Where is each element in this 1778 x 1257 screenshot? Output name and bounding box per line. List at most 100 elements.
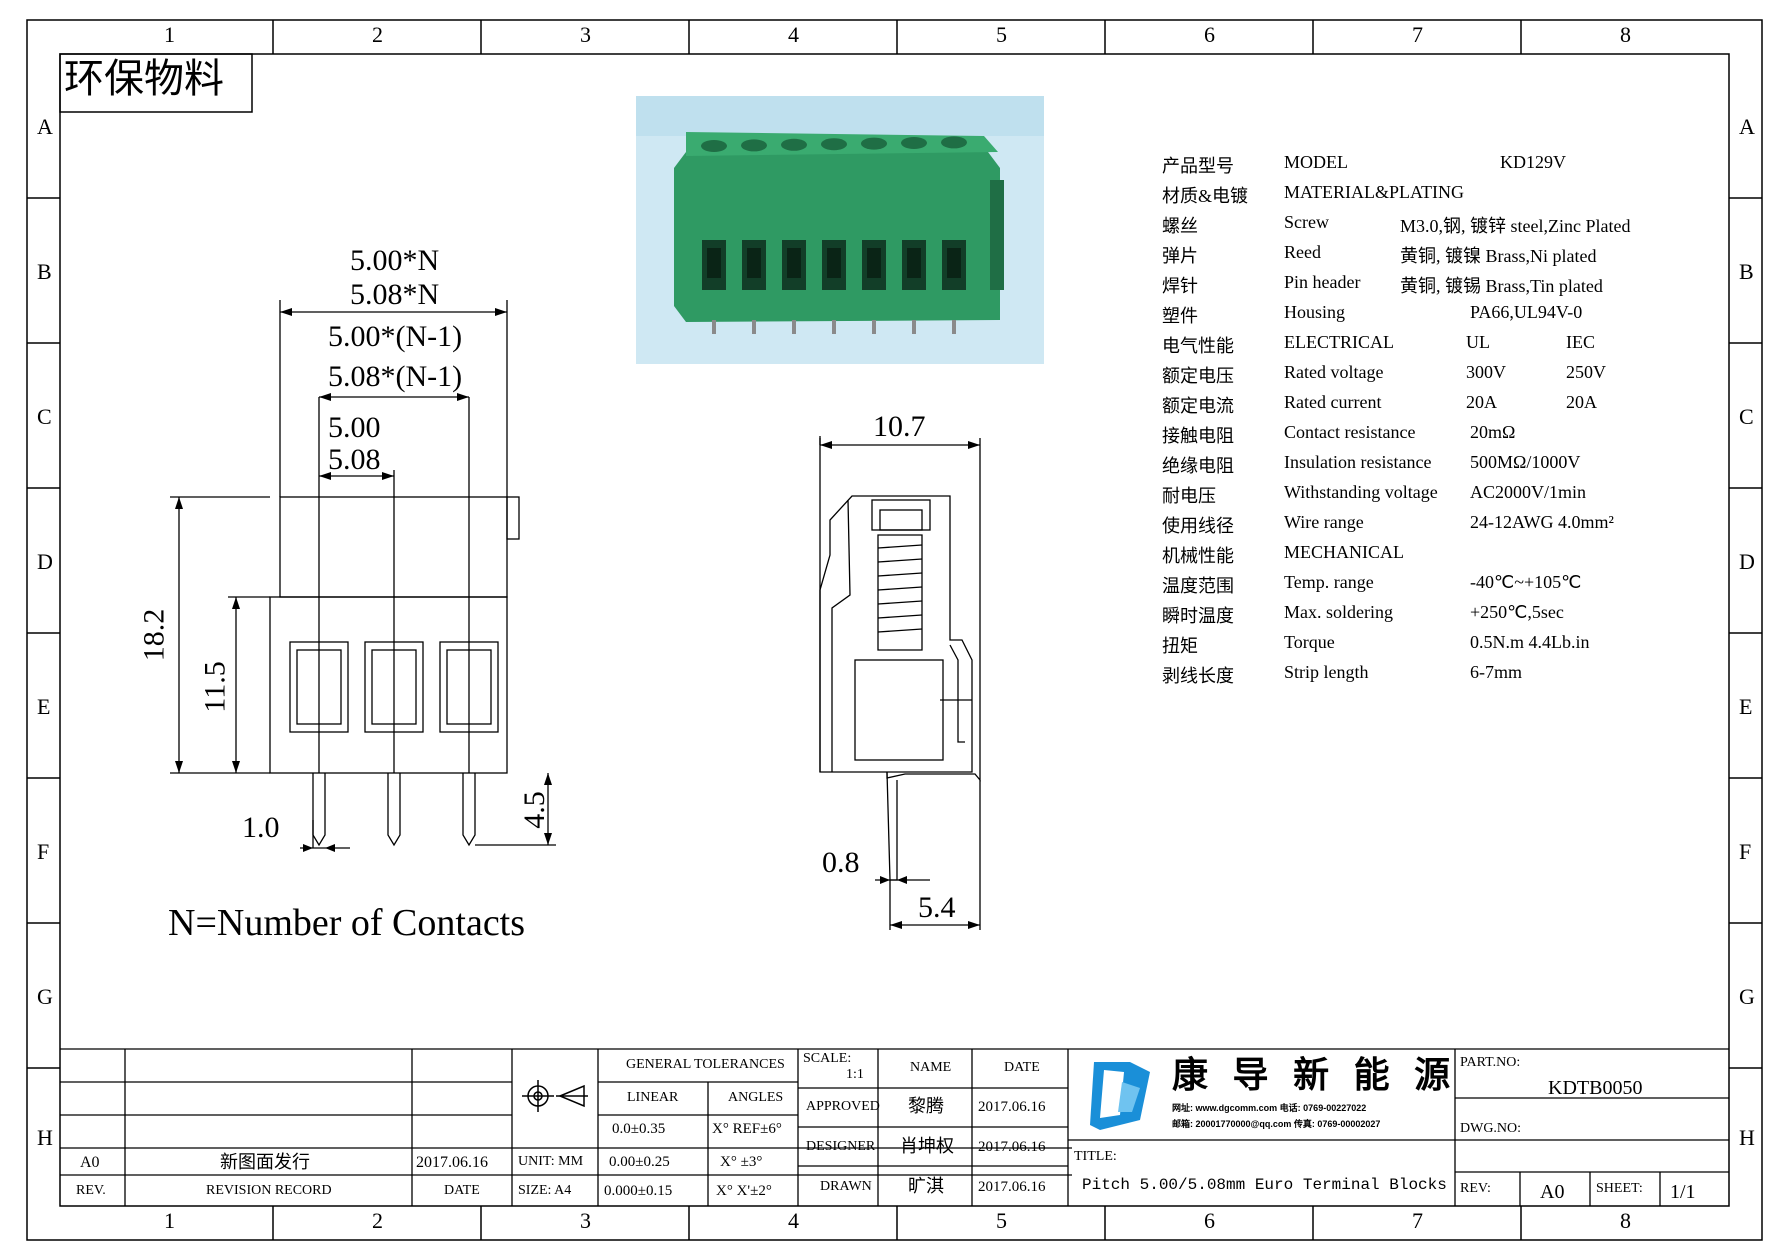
tolerance-angle-3: X° X'±2° — [716, 1183, 772, 1199]
projection-symbol-icon — [522, 1080, 588, 1112]
zone-row-right-A: A — [1739, 114, 1755, 139]
scale-label: SCALE: — [803, 1051, 852, 1066]
zone-row-left-F: F — [37, 839, 50, 864]
spec-label-cn: 焊针 — [1162, 276, 1198, 296]
photo-pin — [952, 320, 956, 334]
designer-date: 2017.06.16 — [978, 1139, 1046, 1155]
photo-screw — [741, 139, 767, 152]
spec-label-en: MECHANICAL — [1284, 542, 1404, 562]
rev-value: A0 — [80, 1154, 100, 1171]
photo-housing — [674, 152, 1000, 322]
title-label: TITLE: — [1074, 1149, 1117, 1164]
dim-pin-width: 1.0 — [242, 811, 280, 844]
spec-label-cn: 温度范围 — [1162, 576, 1234, 596]
drawn-label: DRAWN — [820, 1179, 872, 1194]
spec-value-iec: 20A — [1566, 392, 1597, 412]
inner-frame — [59, 53, 1730, 1207]
front-view — [170, 300, 556, 849]
spec-label-cn: 扭矩 — [1162, 636, 1198, 656]
spec-label-en: Rated current — [1284, 392, 1382, 412]
part-no-value: KDTB0050 — [1548, 1077, 1643, 1099]
zone-row-left-A: A — [37, 114, 53, 139]
spec-label-cn: 额定电压 — [1162, 366, 1234, 386]
dim-pitch-500: 5.00 — [328, 411, 381, 444]
company-logo-icon — [1090, 1062, 1150, 1130]
approved-label: APPROVED — [806, 1099, 880, 1114]
designer-label: DESIGNER — [806, 1139, 876, 1154]
spec-label-en: Max. soldering — [1284, 602, 1393, 622]
rev-record-header: REVISION RECORD — [206, 1183, 332, 1198]
spec-value: 24-12AWG 4.0mm² — [1470, 512, 1614, 532]
company-name: 康 导 新 能 源 — [1172, 1055, 1457, 1096]
spec-label-en: Strip length — [1284, 662, 1369, 682]
zone-col-top-5: 5 — [996, 22, 1007, 47]
spec-label-en: MODEL — [1284, 152, 1348, 172]
photo-screw — [941, 136, 967, 149]
spec-value: UL — [1466, 332, 1490, 352]
zone-col-bottom-1: 1 — [164, 1208, 175, 1233]
dim-side-width: 10.7 — [873, 410, 926, 443]
size-label: SIZE: A4 — [518, 1183, 572, 1198]
photo-screw — [701, 140, 727, 152]
tolerance-angle-2: X° ±3° — [720, 1154, 763, 1170]
designer-name: 肖坤权 — [900, 1136, 954, 1156]
dim-pin-length: 4.5 — [517, 791, 551, 829]
zone-row-right-D: D — [1739, 549, 1755, 574]
spec-label-en: Torque — [1284, 632, 1335, 652]
zone-col-bottom-5: 5 — [996, 1208, 1007, 1233]
photo-screw — [861, 137, 887, 150]
zone-row-right-B: B — [1739, 259, 1754, 284]
zone-col-top-7: 7 — [1412, 22, 1423, 47]
spec-value: 0.5N.m 4.4Lb.in — [1470, 632, 1590, 652]
photo-pin — [792, 320, 796, 334]
rev-code: A0 — [1540, 1181, 1565, 1203]
photo-screw — [781, 138, 807, 151]
spec-label-cn: 额定电流 — [1162, 396, 1234, 416]
spec-value: M3.0,钢, 镀锌 steel,Zinc Plated — [1400, 216, 1631, 236]
spec-value: 300V — [1466, 362, 1506, 382]
approved-date: 2017.06.16 — [978, 1099, 1046, 1115]
rev-date-value: 2017.06.16 — [416, 1154, 488, 1171]
dim-side-pin-thickness: 0.8 — [822, 846, 860, 879]
spec-label-en: Pin header — [1284, 272, 1361, 292]
dim-height-total: 18.2 — [137, 608, 171, 662]
dim-overall-500n: 5.00*N — [350, 244, 440, 277]
name-header: NAME — [910, 1060, 952, 1075]
tolerances-header: GENERAL TOLERANCES — [626, 1057, 785, 1072]
zone-row-right-G: G — [1739, 984, 1755, 1009]
photo-pin — [912, 320, 916, 334]
spec-value: 黄铜, 镀锡 Brass,Tin plated — [1400, 276, 1603, 296]
approved-name: 黎腾 — [908, 1096, 944, 1116]
zone-row-left-D: D — [37, 549, 53, 574]
photo-pin — [752, 320, 756, 334]
spec-label-en: Reed — [1284, 242, 1321, 262]
part-no-label: PART.NO: — [1460, 1055, 1521, 1070]
product-photo — [636, 96, 1044, 364]
photo-pin — [712, 320, 716, 334]
spec-value: 黄铜, 镀镍 Brass,Ni plated — [1400, 246, 1597, 266]
zone-col-bottom-4: 4 — [788, 1208, 799, 1233]
zone-col-bottom-7: 7 — [1412, 1208, 1423, 1233]
zone-row-left-H: H — [37, 1125, 53, 1150]
rev-record-value: 新图面发行 — [220, 1152, 310, 1172]
spec-value: +250℃,5sec — [1470, 602, 1564, 622]
spec-label-en: Withstanding voltage — [1284, 482, 1438, 502]
spec-value: PA66,UL94V-0 — [1470, 302, 1583, 322]
spec-label-en: Rated voltage — [1284, 362, 1384, 382]
zone-row-left-G: G — [37, 984, 53, 1009]
spec-label-cn: 耐电压 — [1162, 486, 1216, 506]
dim-height-body: 11.5 — [198, 661, 232, 713]
spec-label-en: Housing — [1284, 302, 1346, 322]
spec-label-en: Insulation resistance — [1284, 452, 1432, 472]
spec-value: AC2000V/1min — [1470, 482, 1587, 502]
photo-pin — [832, 320, 836, 334]
tolerance-angle-1: X° REF±6° — [712, 1121, 782, 1137]
company-contact-web: 网址: www.dgcomm.com 电话: 0769-00227022 — [1172, 1103, 1367, 1113]
sheet-value: 1/1 — [1670, 1181, 1696, 1203]
spec-value: KD129V — [1500, 152, 1566, 172]
dim-pitch-508: 5.08 — [328, 443, 381, 476]
spec-value-iec: IEC — [1566, 332, 1595, 352]
spec-label-en: ELECTRICAL — [1284, 332, 1394, 352]
